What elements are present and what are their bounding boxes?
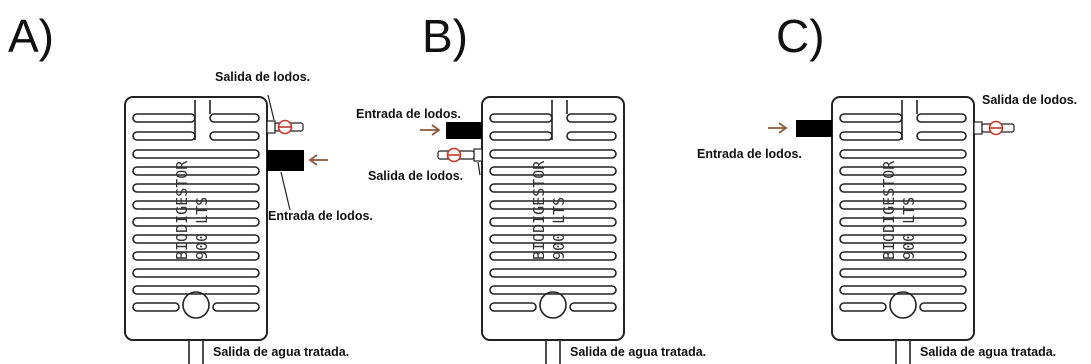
arrow-icon: [768, 122, 788, 134]
panel-a: A) BIODIGESTOR: [8, 10, 373, 364]
tank-ribs: [839, 100, 967, 319]
inlet-label-a: Entrada de lodos.: [268, 209, 373, 223]
sludge-inlet-block-c: [796, 120, 832, 137]
tank-label-line2: 900 LTS: [193, 197, 211, 260]
outlet-label-b: Salida de lodos.: [368, 169, 463, 183]
water-label-c: Salida de agua tratada.: [920, 345, 1056, 359]
panel-letter-b: B): [422, 10, 468, 62]
outlet-label-c: Salida de lodos.: [982, 93, 1077, 107]
leader-line: [267, 94, 275, 121]
tank-label-line1: BIODIGESTOR: [530, 160, 548, 260]
arrow-icon: [420, 124, 441, 136]
panel-letter-c: C): [776, 10, 825, 62]
tank-label-line2: 900 LTS: [550, 197, 568, 260]
tank-c: BIODIGESTOR 900 LTS: [831, 96, 975, 364]
arrow-icon: [308, 154, 328, 166]
leader-line: [477, 161, 481, 176]
tank-a: BIODIGESTOR 900 LTS: [124, 96, 268, 364]
sludge-outlet-valve-c: [973, 120, 1015, 136]
leader-line: [280, 171, 291, 211]
water-outlet-pipe: [188, 340, 204, 364]
water-label-a: Salida de agua tratada.: [213, 345, 349, 359]
sludge-inlet-block-b: [446, 122, 482, 139]
tank-label-line2: 900 LTS: [900, 197, 918, 260]
tank-label-line1: BIODIGESTOR: [173, 160, 191, 260]
sludge-outlet-valve-b: [437, 147, 483, 163]
panel-letter-a: A): [8, 10, 54, 62]
tank-ribs: [489, 100, 617, 319]
panel-c: C) BIODIGESTOR: [697, 10, 1077, 364]
tank-b: BIODIGESTOR 900 LTS: [481, 96, 625, 364]
water-label-b: Salida de agua tratada.: [570, 345, 706, 359]
water-outlet-pipe: [545, 340, 561, 364]
inlet-label-b: Entrada de lodos.: [356, 107, 461, 121]
tank-ribs: [132, 100, 260, 319]
inlet-label-c: Entrada de lodos.: [697, 147, 802, 161]
tank-label-line1: BIODIGESTOR: [880, 160, 898, 260]
sludge-outlet-valve-a: [266, 119, 304, 135]
panel-b: B) BIODIGESTOR: [356, 10, 706, 364]
sludge-inlet-block-a: [267, 150, 304, 171]
water-outlet-pipe: [895, 340, 911, 364]
outlet-label-a: Salida de lodos.: [215, 70, 310, 84]
